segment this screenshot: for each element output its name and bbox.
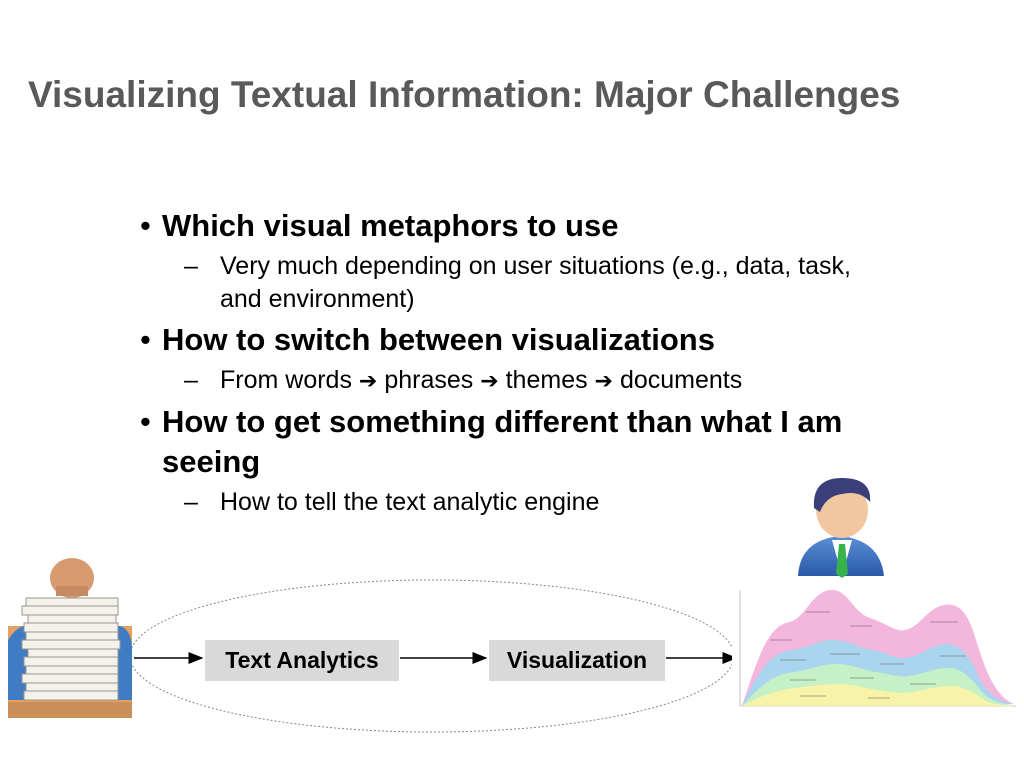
bullet-dot: • — [140, 208, 151, 243]
sub-bullet-text: How to tell the text analytic engine — [220, 488, 600, 516]
person-behind-paper-stack-illustration — [8, 558, 132, 718]
bullet-something-different: • How to get something different than wh… — [140, 402, 942, 482]
sub-bullet-dash: – — [184, 366, 198, 394]
right-arrow-icon: ➔ — [480, 369, 499, 394]
bullet-visual-metaphors: • Which visual metaphors to use — [140, 206, 940, 246]
bullet-text: Which visual metaphors to use — [162, 208, 619, 243]
slide-title: Visualizing Textual Information: Major C… — [28, 74, 901, 115]
sub-bullet-user-situations: – Very much depending on user situations… — [140, 250, 880, 316]
sub-bullet-words-to-documents: – From words ➔ phrases ➔ themes ➔ docume… — [140, 364, 880, 398]
sub-bullet-dash: – — [184, 488, 198, 516]
right-arrow-icon: ➔ — [358, 369, 378, 394]
bullet-list: • Which visual metaphors to use – Very m… — [140, 206, 940, 523]
text-analytics-box: Text Analytics — [205, 640, 399, 681]
user-avatar-icon — [798, 478, 884, 578]
sub-bullet-part-documents: documents — [619, 366, 743, 394]
themeriver-stream-graph-thumbnail — [732, 586, 1018, 712]
bullet-dot: • — [140, 404, 151, 439]
bullet-text: How to switch between visualizations — [162, 322, 715, 357]
sub-bullet-tell-engine: – How to tell the text analytic engine — [140, 486, 880, 519]
sub-bullet-part-words: From words — [220, 366, 352, 394]
visualization-box: Visualization — [489, 640, 665, 681]
bullet-switch-visualizations: • How to switch between visualizations — [140, 320, 940, 360]
right-arrow-icon: ➔ — [594, 369, 613, 394]
sub-bullet-part-phrases: phrases — [384, 366, 474, 394]
sub-bullet-dash: – — [184, 252, 198, 280]
sub-bullet-text: Very much depending on user situations (… — [220, 252, 851, 313]
bullet-text: How to get something different than what… — [162, 404, 843, 479]
sub-bullet-part-themes: themes — [505, 366, 588, 394]
bullet-dot: • — [140, 322, 151, 357]
